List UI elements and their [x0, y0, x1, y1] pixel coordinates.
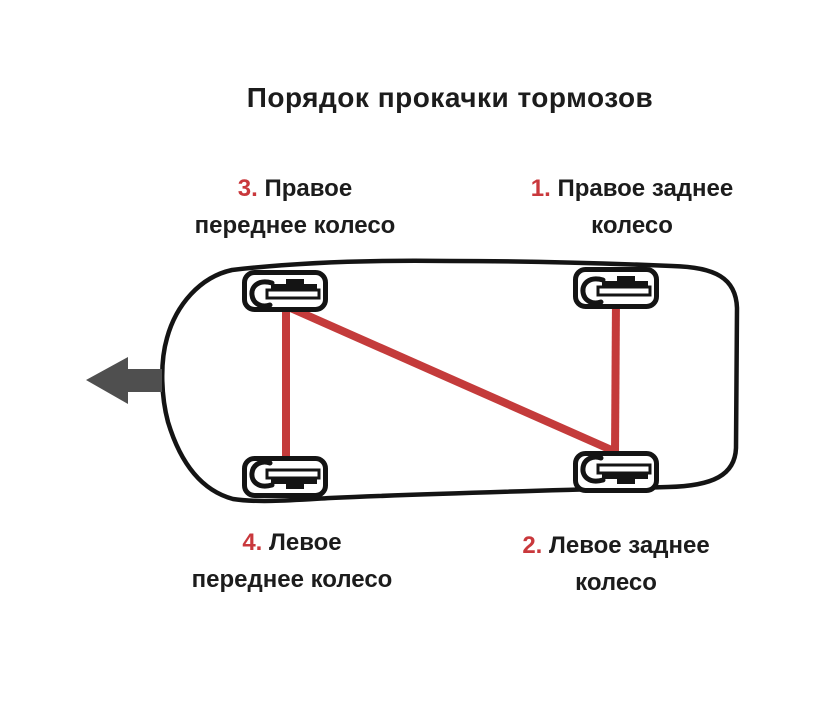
step-number: 3. — [237, 175, 258, 202]
label-line-1: 1. Правое заднее — [467, 170, 797, 207]
label-text: Правое заднее — [557, 175, 734, 202]
wheel-left-rear — [576, 454, 657, 491]
page-title: Порядок прокачки тормозов — [246, 82, 654, 113]
wheel-right-front — [245, 273, 326, 310]
label-text: Правое — [264, 175, 353, 202]
label-line-2: колесо — [575, 569, 657, 596]
front-direction-arrow-icon — [86, 357, 162, 404]
label-line-2: переднее колесо — [194, 212, 396, 239]
wheel-left-front — [245, 459, 326, 496]
label-right-rear-wheel: 1. Правое заднее колесо — [467, 170, 797, 244]
label-text: Левое — [269, 529, 342, 556]
bleed-line-1-2 — [611, 299, 620, 456]
label-line-2: переднее колесо — [191, 566, 393, 593]
label-left-rear-wheel: 2. Левое заднее колесо — [451, 527, 781, 601]
label-left-front-wheel: 4. Левое переднее колесо — [127, 524, 457, 598]
label-right-front-wheel: 3. Правое переднее колесо — [130, 170, 460, 244]
label-line-1: 4. Левое — [127, 524, 457, 561]
step-number: 2. — [522, 532, 543, 559]
wheel-right-rear — [576, 270, 657, 307]
step-number: 4. — [242, 529, 263, 556]
bleed-line-2-3 — [284, 302, 618, 456]
label-text: Левое заднее — [549, 532, 710, 559]
label-line-1: 3. Правое — [130, 170, 460, 207]
label-line-2: колесо — [591, 212, 673, 239]
label-line-1: 2. Левое заднее — [451, 527, 781, 564]
step-number: 1. — [530, 175, 551, 202]
